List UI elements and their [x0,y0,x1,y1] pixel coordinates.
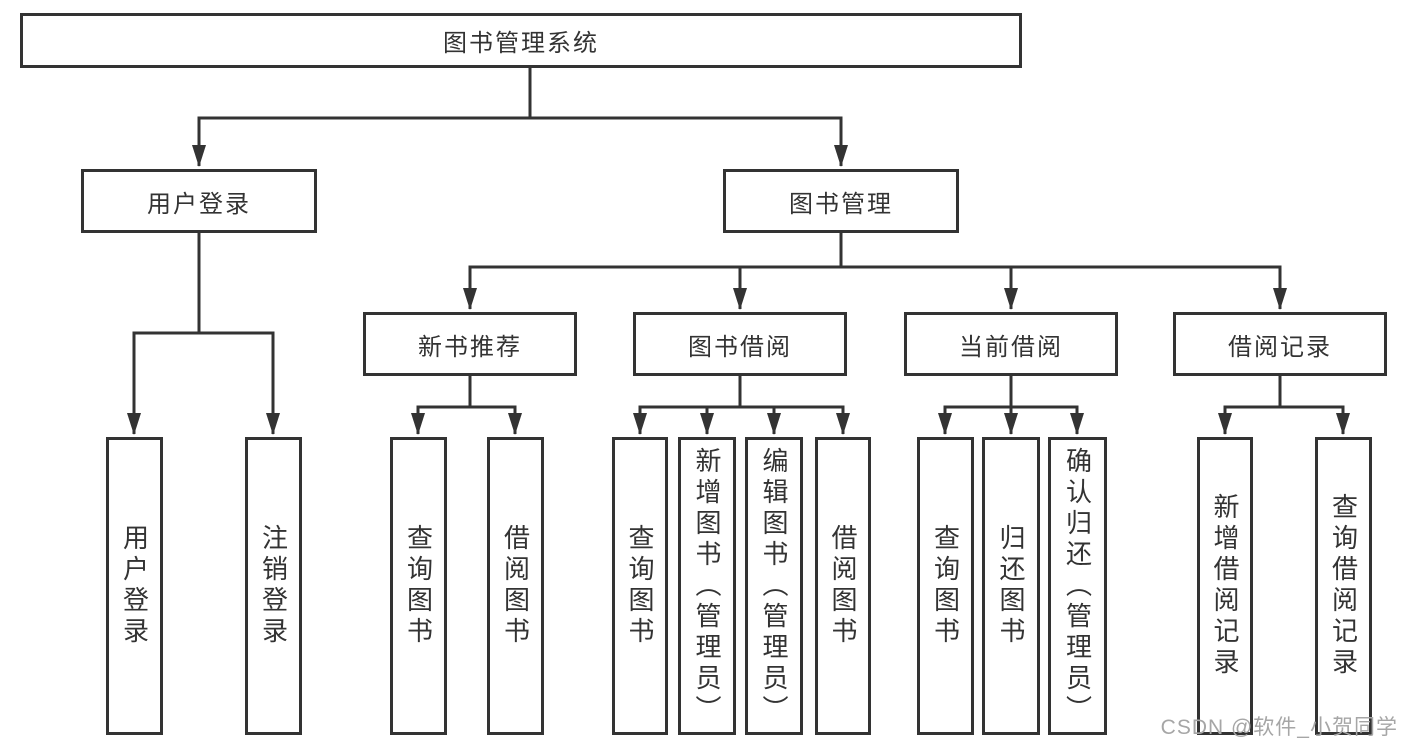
node-current-borrow-label: 当前借阅 [959,333,1063,361]
node-book-management: 图书管理 [723,169,959,233]
leaf-query-books-current: 查询图书 [917,437,974,735]
leaf-confirm-return-admin: 确认归还（管理员） [1048,437,1107,735]
leaf-return-book: 归还图书 [982,437,1040,735]
leaf-edit-book-admin-label: 编辑图书（管理员） [759,446,789,726]
leaf-user-login: 用户登录 [106,437,163,735]
leaf-add-book-admin: 新增图书（管理员） [678,437,736,735]
leaf-add-book-admin-label: 新增图书（管理员） [692,446,722,726]
node-borrow-records: 借阅记录 [1173,312,1387,376]
connector-book-borrow-children [633,376,850,435]
leaf-add-borrow-record: 新增借阅记录 [1197,437,1253,735]
leaf-query-books-borrow-label: 查询图书 [625,524,655,648]
node-book-management-label: 图书管理 [789,190,893,218]
leaf-confirm-return-admin-label: 确认归还（管理员） [1062,446,1093,726]
leaf-query-books-recommend-label: 查询图书 [403,524,434,648]
connector-book-management-children [463,233,1287,310]
connector-user-login-children [127,233,280,435]
leaf-query-books-recommend: 查询图书 [390,437,447,735]
node-borrow-records-label: 借阅记录 [1228,333,1332,361]
node-user-login: 用户登录 [81,169,317,233]
leaf-borrow-books-recommend: 借阅图书 [487,437,544,735]
node-root: 图书管理系统 [20,13,1022,68]
node-book-borrow: 图书借阅 [633,312,847,376]
leaf-query-borrow-record: 查询借阅记录 [1315,437,1372,735]
connector-borrow-records-children [1218,376,1350,435]
connector-new-book-recommend-children [411,376,522,435]
leaf-add-borrow-record-label: 新增借阅记录 [1210,493,1240,679]
leaf-query-borrow-record-label: 查询借阅记录 [1328,493,1359,679]
leaf-logout-label: 注销登录 [258,524,289,648]
leaf-user-login-label: 用户登录 [119,524,150,648]
node-book-borrow-label: 图书借阅 [688,333,792,361]
leaf-query-books-borrow: 查询图书 [612,437,668,735]
leaf-borrow-books: 借阅图书 [815,437,871,735]
node-new-book-recommend-label: 新书推荐 [418,333,522,361]
connector-current-borrow-children [938,376,1084,435]
leaf-borrow-books-recommend-label: 借阅图书 [500,524,531,648]
connector-root-to-level2 [192,68,848,167]
csdn-watermark: CSDN @软件_小贺同学 [1160,716,1398,739]
leaf-query-books-current-label: 查询图书 [930,524,961,648]
leaf-edit-book-admin: 编辑图书（管理员） [745,437,803,735]
node-current-borrow: 当前借阅 [904,312,1118,376]
leaf-borrow-books-label: 借阅图书 [828,524,858,648]
node-new-book-recommend: 新书推荐 [363,312,577,376]
node-root-label: 图书管理系统 [443,30,599,57]
leaf-logout: 注销登录 [245,437,302,735]
node-user-login-label: 用户登录 [147,190,251,218]
leaf-return-book-label: 归还图书 [996,524,1026,648]
